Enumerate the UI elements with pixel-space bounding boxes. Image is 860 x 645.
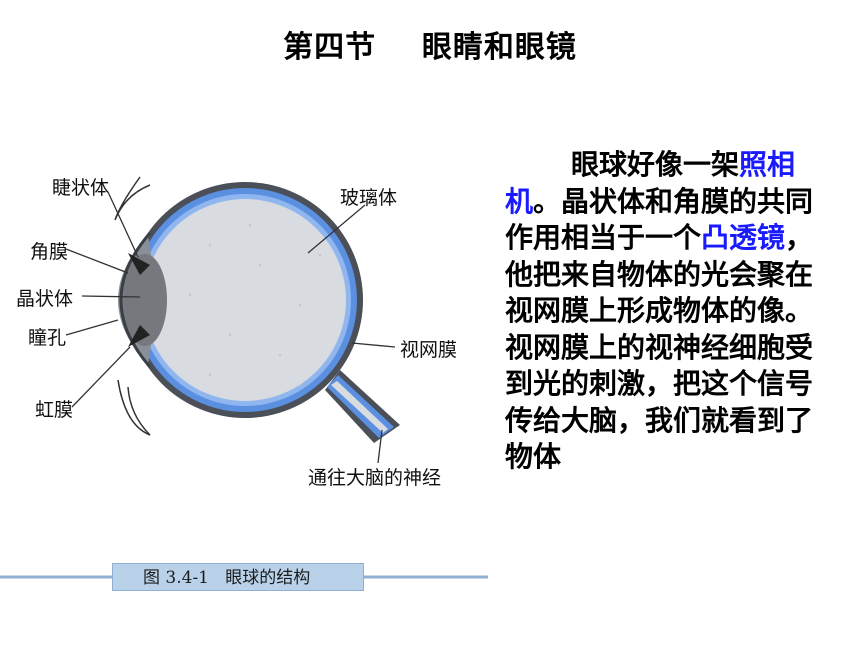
page-title: 第四节 眼睛和眼镜 <box>283 30 577 65</box>
convex-lens-link[interactable]: 凸透镜 <box>701 221 786 254</box>
eyeball-diagram <box>0 176 488 579</box>
label-cornea: 角膜 <box>30 241 69 263</box>
vitreous-body <box>144 199 346 401</box>
lens-shape <box>123 254 167 346</box>
label-lens: 晶状体 <box>16 288 74 310</box>
label-nerve: 通往大脑的神经 <box>308 467 442 489</box>
text-part-1: 眼球好像一架 <box>571 148 740 181</box>
camera-link[interactable]: 照相机 <box>505 148 796 218</box>
label-iris: 虹膜 <box>35 399 74 421</box>
optic-nerve-core <box>331 381 388 433</box>
iris-top <box>128 253 150 275</box>
eyelid-upper <box>114 176 151 221</box>
eyeball-figure: 睫状体 角膜 晶状体 瞳孔 虹膜 玻璃体 视网膜 通往大脑的神经 图 3.4-1… <box>0 125 488 600</box>
body-paragraph: 眼球好像一架照相机。晶状体和角膜的共同作用相当于一个凸透镜，他把来自物体的光会聚… <box>505 147 825 476</box>
text-part-2: 。晶状体和角膜的共同作用相当于一个 <box>505 184 814 255</box>
label-retina: 视网膜 <box>400 339 458 361</box>
leader-lines <box>65 191 396 464</box>
iris-bottom <box>128 325 150 347</box>
vitreous-texture <box>188 223 322 387</box>
label-ciliary-body: 睫状体 <box>52 177 110 199</box>
figure-caption: 图 3.4-1 眼球的结构 <box>112 563 364 591</box>
label-pupil: 瞳孔 <box>28 327 67 349</box>
cornea-edge <box>119 232 152 368</box>
label-vitreous: 玻璃体 <box>340 187 398 209</box>
text-part-3: ，他把来自物体的光会聚在视网膜上形成物体的像。视网膜上的视神经细胞受到光的刺激，… <box>505 221 814 473</box>
eyelid-lower <box>117 379 151 436</box>
